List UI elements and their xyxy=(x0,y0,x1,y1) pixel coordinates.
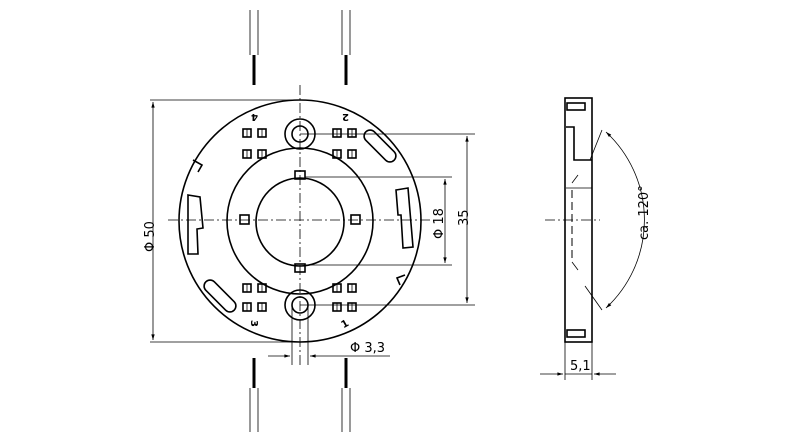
inner-ring xyxy=(226,147,374,295)
dim-hole-diameter: Φ 3,3 xyxy=(350,341,385,356)
side-view: ca. 120° 5,1 xyxy=(540,97,652,380)
pin-label-4: 4 xyxy=(251,111,258,122)
contact-pads xyxy=(242,128,357,312)
slot xyxy=(363,129,397,163)
tab-left xyxy=(187,194,204,255)
pin-label-2: 2 xyxy=(342,111,349,122)
slot xyxy=(203,279,237,313)
wires xyxy=(249,10,351,432)
pin-label-3: 3 xyxy=(248,320,259,327)
front-view: 2 4 3 1 xyxy=(168,85,432,365)
dim-angle: ca. 120° xyxy=(637,185,652,240)
dim-outer-diameter: Φ 50 xyxy=(143,221,158,252)
dimensions-front: Φ 50 35 Φ 18 Φ 3,3 xyxy=(143,99,475,365)
dim-center-diameter: Φ 18 xyxy=(432,208,447,239)
dim-thickness: 5,1 xyxy=(570,359,591,374)
tab-right xyxy=(395,187,414,249)
center-opening xyxy=(255,177,345,267)
dim-hole-spacing: 35 xyxy=(457,209,472,226)
pin-label-1: 1 xyxy=(340,318,352,331)
